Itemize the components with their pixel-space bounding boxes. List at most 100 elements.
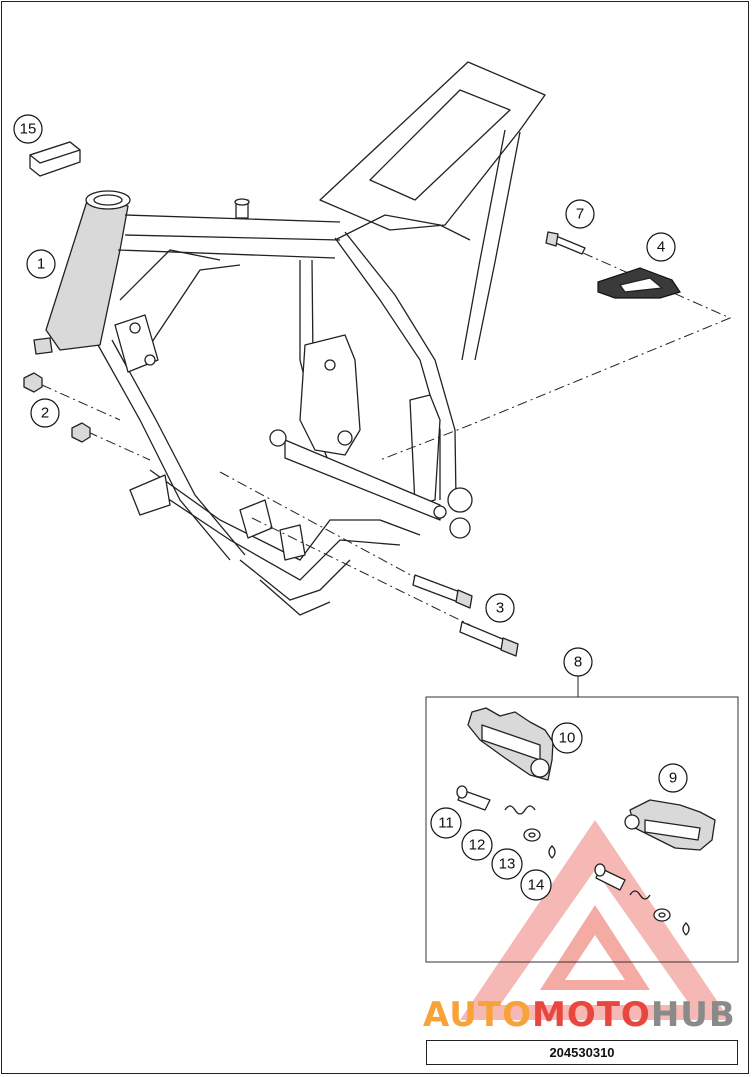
callout-13: 13 [491, 848, 523, 880]
callout-1: 1 [26, 249, 56, 279]
swingarm-plate-right [409, 394, 441, 506]
callout-1-label: 1 [37, 256, 45, 273]
callout-8: 8 [563, 647, 593, 677]
callout-2-label: 2 [41, 405, 49, 422]
plate-hole-2 [337, 430, 353, 446]
callout-12-label: 12 [469, 837, 486, 854]
nut-2b-icon [71, 422, 91, 443]
dash-2b [87, 431, 151, 461]
mount-hole-b [144, 354, 156, 366]
watermark-brand-moto: MOTO [532, 995, 651, 1035]
svg-text:AUTOMOTOHUB: AUTOMOTOHUB [423, 995, 736, 1035]
callout-13-label: 13 [499, 856, 516, 873]
callout-4-label: 4 [657, 239, 665, 256]
pivot-bolt-hole [433, 505, 447, 519]
spring-12b-icon [629, 890, 651, 900]
callout-15: 15 [13, 114, 43, 144]
steering-stop [33, 337, 53, 355]
bolt-3b-shaft [459, 621, 506, 651]
steering-head [45, 197, 129, 351]
pin-11a-head [456, 785, 468, 799]
footpeg-kit [425, 675, 739, 963]
callout-3-label: 3 [496, 600, 504, 617]
brace-1 [119, 249, 221, 301]
drawing-number: 204530310 [426, 1040, 738, 1065]
lower-bracket [129, 474, 171, 516]
footpeg-9-pivot [624, 814, 640, 830]
callouts: 15 1 2 3 7 4 8 [13, 114, 688, 901]
callout-10: 10 [551, 722, 583, 754]
chain-guide-part [597, 267, 681, 299]
callout-10-label: 10 [559, 730, 576, 747]
tower-crossbar [334, 214, 471, 241]
mount-hole-a [129, 322, 141, 334]
chain-guide-highlight [619, 277, 663, 293]
leader-lines [41, 244, 732, 626]
dash-2a [41, 384, 121, 421]
watermark-brand-auto: AUTO [423, 995, 532, 1035]
callout-14: 14 [520, 869, 552, 901]
callout-8-label: 8 [574, 654, 582, 671]
frame-cap-part [29, 141, 81, 177]
clip-14b-icon [682, 922, 690, 936]
bolt-3a-head-icon [455, 589, 473, 609]
swingarm-pivot [447, 487, 473, 513]
cradle-4 [259, 579, 331, 616]
callout-9: 9 [658, 763, 688, 793]
bolt-3b-head-icon [500, 637, 519, 657]
swingarm-plate-left [299, 334, 361, 456]
main-rail-2 [344, 231, 457, 501]
down-tube-2 [111, 339, 246, 556]
down-tube-1 [97, 344, 231, 561]
watermark-triangle-gap [565, 935, 625, 980]
callout-14-label: 14 [528, 877, 545, 894]
rear-upright-2 [474, 131, 521, 361]
callout-7-label: 7 [576, 206, 584, 223]
swingarm-pivot-lower [449, 517, 471, 539]
watermark-brand: AUTOMOTOHUB [423, 995, 736, 1035]
callout-15-label: 15 [20, 121, 37, 138]
clip-14a-icon [548, 845, 556, 859]
callout-2: 2 [30, 398, 60, 428]
callout-12: 12 [461, 829, 493, 861]
cradle-1 [149, 469, 421, 561]
steering-head-bore [93, 194, 123, 206]
cradle-2 [154, 489, 401, 581]
callout-11: 11 [430, 807, 462, 839]
dash-3b [251, 517, 471, 626]
cross-tube-end [269, 429, 287, 447]
bolt-7-head-icon [545, 231, 559, 247]
top-tube-3 [117, 249, 336, 259]
top-tube-2 [124, 234, 341, 241]
pin-11b-head [594, 863, 606, 877]
rear-tower-window [369, 89, 511, 201]
footpeg-kit-box [425, 696, 739, 963]
dash-4-7 [379, 244, 732, 461]
plate-hole-1 [324, 359, 336, 371]
lower-crossmember [284, 439, 441, 521]
spring-12a-icon [504, 805, 536, 815]
washer-13a-hole [528, 832, 536, 838]
callout-9-label: 9 [669, 770, 677, 787]
watermark-brand-hub: HUB [651, 995, 736, 1035]
frame-assembly [33, 61, 546, 616]
callout-7: 7 [565, 199, 595, 229]
callout-11-label: 11 [438, 815, 454, 832]
dash-3a [219, 471, 421, 581]
watermark-logo [460, 820, 730, 1020]
footpeg-10-pivot [530, 758, 550, 778]
frame-boss-top [234, 198, 250, 206]
brace-2 [139, 264, 241, 361]
main-rail-1 [334, 237, 441, 500]
cradle-3 [239, 559, 351, 601]
footpeg-9-tread [644, 819, 701, 841]
callout-3: 3 [485, 593, 515, 623]
engine-mount-lower-2 [279, 524, 306, 561]
bolt-3a-shaft [412, 574, 461, 603]
washer-13b-hole [658, 912, 666, 918]
nut-2a-icon [23, 372, 43, 393]
frame-cap-top [29, 141, 81, 164]
